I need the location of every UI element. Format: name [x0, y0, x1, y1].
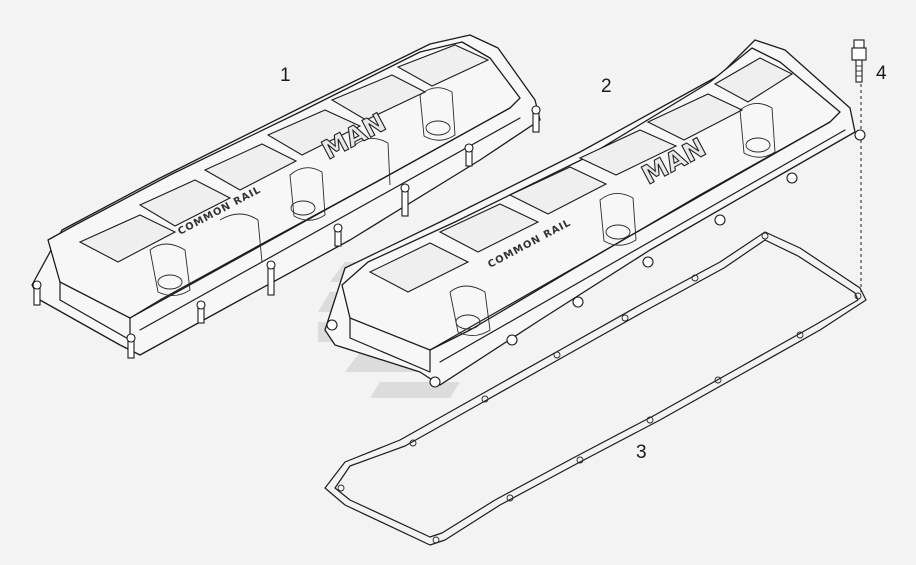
- valve-cover-part-2: COMMON RAIL MAN: [324, 39, 866, 388]
- bolts-part-2: [326, 129, 866, 388]
- valve-cover-part-1: COMMON RAIL MAN: [31, 34, 541, 359]
- callout-label-2: 2: [601, 76, 612, 97]
- bolt-part-4: [851, 39, 867, 292]
- callout-label-1: 1: [280, 65, 291, 86]
- studs-part-1: [32, 105, 541, 359]
- gasket-part-3: [324, 231, 867, 546]
- gasket-holes: [337, 232, 862, 544]
- callout-label-4: 4: [876, 63, 887, 84]
- callout-label-3: 3: [636, 442, 647, 463]
